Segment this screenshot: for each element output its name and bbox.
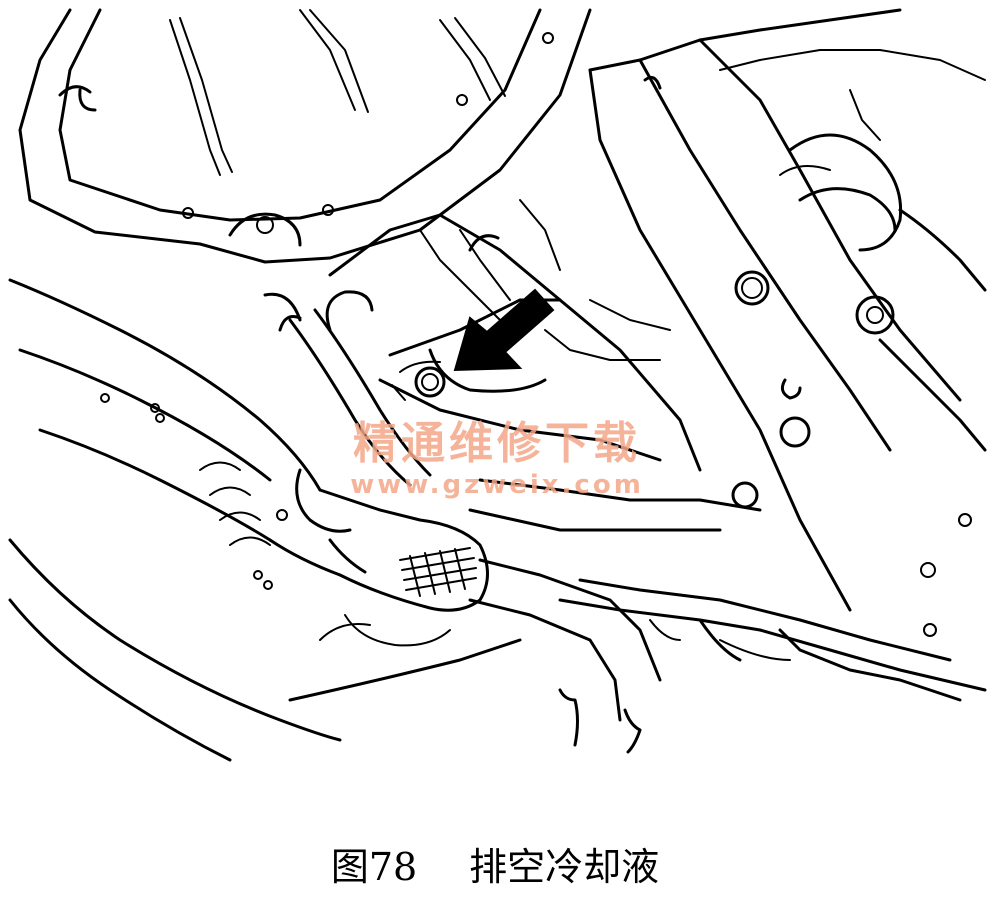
figure-title: 排空冷却液 bbox=[469, 845, 660, 889]
figure-number: 图78 bbox=[330, 845, 418, 889]
heat-shield-mesh bbox=[399, 547, 477, 597]
coolant-hose bbox=[263, 292, 432, 487]
oil-pan-outline bbox=[18, 8, 592, 264]
figure-caption: 图78 排空冷却液 bbox=[0, 836, 990, 891]
frame-rail bbox=[8, 538, 522, 762]
transmission-housing bbox=[588, 8, 987, 637]
subframe-bracket bbox=[558, 578, 987, 754]
engine-underside-illustration bbox=[8, 8, 987, 762]
drain-plug bbox=[391, 360, 446, 401]
exhaust-pipe bbox=[8, 278, 762, 722]
crossmember bbox=[325, 199, 702, 472]
arrow-icon bbox=[453, 288, 555, 372]
